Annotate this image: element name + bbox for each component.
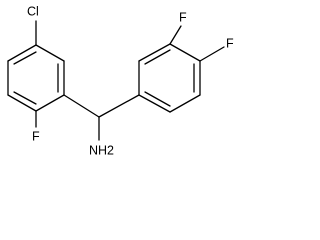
double-bond-inner bbox=[144, 91, 171, 107]
difluorophenyl-ring bbox=[138, 43, 201, 113]
chemical-structure: Cl F F F NH2 bbox=[7, 4, 234, 157]
double-bond-inner bbox=[13, 51, 37, 65]
fluorine-label-para: F bbox=[226, 36, 234, 50]
bond-methine-to-right-ring bbox=[98, 94, 140, 118]
amine-label: NH2 bbox=[89, 143, 114, 157]
bond-fluorine-meta bbox=[169, 25, 182, 45]
chlorofluorophenyl-ring bbox=[7, 44, 65, 112]
bond bbox=[7, 94, 37, 112]
double-bond-inner bbox=[13, 91, 37, 105]
chlorine-label: Cl bbox=[27, 4, 39, 18]
bond bbox=[7, 44, 37, 62]
bond bbox=[138, 94, 171, 113]
bond bbox=[35, 94, 65, 112]
bond-left-ring-to-methine bbox=[63, 94, 100, 118]
fluorine-label-meta: F bbox=[179, 10, 187, 24]
bond bbox=[35, 44, 65, 62]
bond bbox=[138, 43, 171, 62]
bond bbox=[169, 94, 201, 113]
bond bbox=[169, 43, 201, 62]
fluorine-label-left: F bbox=[32, 129, 40, 143]
double-bond-inner bbox=[144, 49, 171, 65]
bond-fluorine-para bbox=[199, 46, 225, 62]
